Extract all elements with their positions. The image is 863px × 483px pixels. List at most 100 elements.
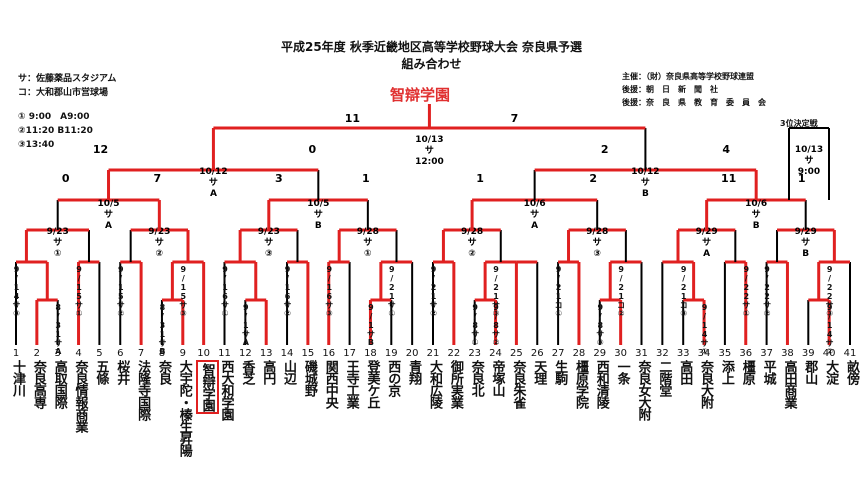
game-label: サ — [425, 145, 434, 156]
score: 7 — [154, 172, 162, 185]
team-name: 香芝 — [239, 360, 255, 384]
game-label: サ — [752, 209, 761, 220]
team-name: 平城 — [760, 360, 776, 384]
team-number: 3 — [54, 348, 61, 359]
team-number: 34 — [697, 348, 711, 359]
team-name: 山辺 — [281, 360, 297, 384]
game-label: 9/23 — [148, 227, 170, 237]
early-game-label: 9/15サ③ — [178, 265, 188, 318]
game-label: 10/12 — [199, 167, 227, 177]
team-number: 8 — [158, 348, 166, 359]
game-label: サ — [593, 237, 602, 248]
team-name: 登美ケ丘 — [364, 360, 380, 408]
team-name: 高円 — [260, 360, 276, 384]
early-game-label: 9/16サ① — [220, 265, 230, 318]
team-number: 15 — [301, 348, 315, 359]
game-label: 10/6 — [524, 199, 546, 209]
team-name: 奈良女大附 — [635, 360, 651, 420]
early-game-label: 9/8サ① — [470, 303, 480, 347]
team-number: 16 — [322, 348, 336, 359]
team-name: 高田商業 — [781, 360, 797, 408]
team-name: 関西中央 — [322, 360, 338, 408]
venue-ko: コ：大和郡山市営球場 — [18, 88, 109, 98]
game-label: サ — [702, 237, 711, 248]
team-name: 郡山 — [802, 360, 818, 384]
score: 12 — [93, 143, 108, 156]
team-number: 27 — [551, 348, 565, 359]
game-label: 9/28 — [461, 227, 483, 237]
game-label: ② — [468, 249, 476, 259]
score: 7 — [511, 112, 519, 125]
early-game-label: 9/21コ② — [616, 265, 626, 318]
score: 2 — [589, 172, 597, 185]
team-name: 奈良情報商業 — [72, 360, 88, 432]
team-number: 11 — [218, 348, 231, 359]
early-game-label: 9/22サ② — [762, 265, 772, 318]
score: 11 — [345, 112, 360, 125]
game-label: ② — [156, 249, 164, 259]
game-label: B — [642, 189, 649, 199]
game-label: 9/28 — [586, 227, 608, 237]
page-title: 平成25年度 秋季近畿地区高等学校野球大会 奈良県予選 — [280, 40, 583, 54]
early-game-label: 9/1サB — [366, 303, 376, 347]
game-label: 10/6 — [745, 199, 767, 209]
score: 0 — [308, 143, 316, 156]
team-name: 西の京 — [385, 360, 401, 396]
team-name: 磯城野 — [301, 360, 317, 396]
team-number: 41 — [843, 348, 857, 359]
early-game-label: 9/22サ③ — [825, 265, 835, 318]
game-label: サ — [801, 237, 810, 248]
game-label: 9/23 — [258, 227, 280, 237]
team-number: 33 — [676, 348, 690, 359]
early-game-label: 9/21サ② — [429, 265, 438, 318]
game-label: 10/12 — [631, 167, 659, 177]
team-number: 32 — [655, 348, 669, 359]
champion-name: 智辯学園 — [389, 86, 450, 104]
early-game-label: 9/8サ③ — [595, 303, 605, 347]
game-label: サ — [209, 177, 218, 188]
team-name: 二階堂 — [656, 360, 672, 396]
team-number: 17 — [343, 348, 356, 359]
team-name: 奈良 — [155, 360, 171, 384]
game-label: サ — [530, 209, 539, 220]
game-label: サ — [363, 237, 372, 248]
game-label: B — [315, 221, 322, 231]
early-game-label: 9/15サ② — [116, 265, 126, 318]
game-label: 9/28 — [357, 227, 379, 237]
team-number: 26 — [530, 348, 544, 359]
game-label: ③ — [265, 249, 273, 259]
game-label: 10/5 — [97, 199, 119, 209]
team-number: 23 — [468, 348, 482, 359]
team-name: 帝塚山 — [489, 360, 505, 396]
team-name: 十津川 — [10, 360, 25, 396]
game-label: A — [105, 221, 112, 231]
team-name: 天理 — [531, 360, 547, 384]
early-game-label: 9/1サA — [241, 303, 251, 347]
game-label: サ — [264, 237, 273, 248]
game-label: サ — [804, 155, 813, 166]
team-number: 10 — [197, 348, 210, 359]
game-label: A — [531, 221, 538, 231]
third-place-label: 3位決定戦 — [780, 119, 818, 128]
team-name: 一条 — [614, 360, 630, 384]
game-label: B — [802, 249, 809, 259]
score: 11 — [721, 172, 736, 185]
team-name: 西大和学園 — [218, 360, 234, 420]
early-game-label: 8/31サB — [157, 303, 167, 356]
team-number: 1 — [12, 348, 20, 359]
team-number: 37 — [760, 348, 773, 359]
team-number: 24 — [489, 348, 502, 359]
team-number: 5 — [96, 348, 103, 359]
team-name: 桜井 — [114, 360, 130, 384]
score: 2 — [601, 143, 609, 156]
support-line-1: 後援：朝 日 新 聞 社 — [622, 85, 718, 94]
game-label: 10/5 — [307, 199, 329, 209]
game-label: 9/29 — [696, 227, 718, 237]
game-label: B — [753, 221, 760, 231]
game-label: 9:00 — [798, 167, 820, 177]
game-label: サ — [53, 237, 62, 248]
time-legend: ① 9:00 A9:00 ②11:20 B11:20 ③13:40 — [18, 110, 93, 152]
team-number: 9 — [179, 348, 186, 359]
team-number: 19 — [384, 348, 398, 359]
team-name: 青翔 — [406, 360, 422, 384]
